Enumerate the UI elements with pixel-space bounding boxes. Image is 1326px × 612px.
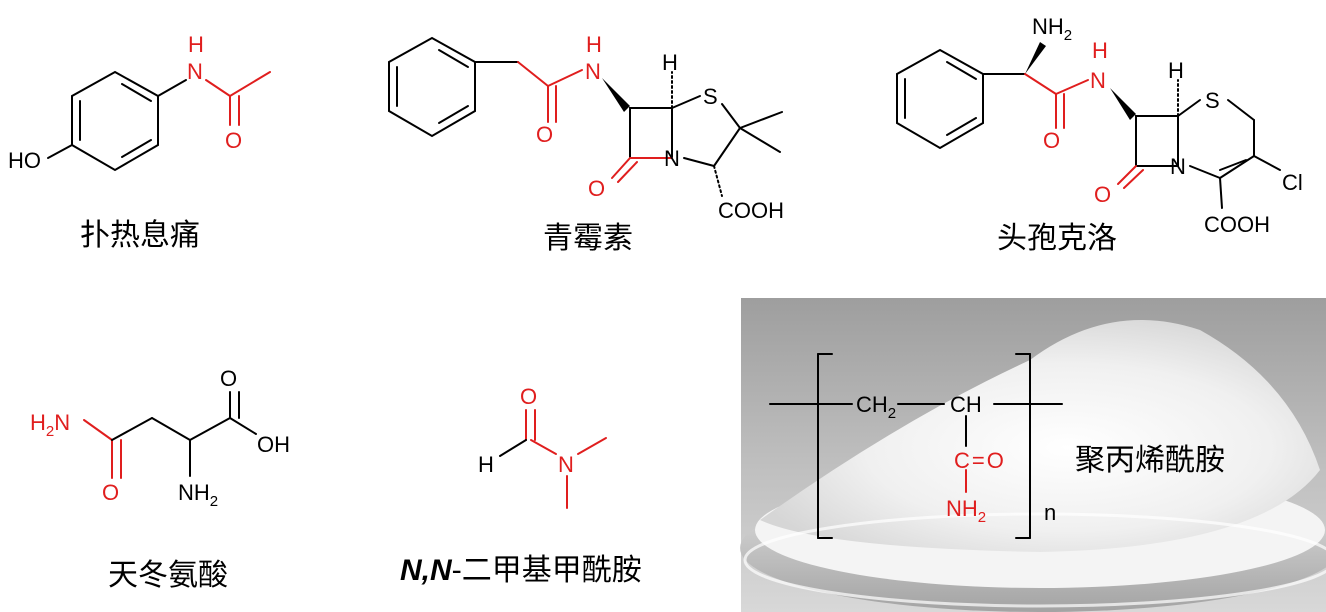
atom-h: H: [1168, 58, 1184, 83]
atom-n: N: [187, 59, 203, 84]
atom-nh2: NH2: [178, 480, 218, 510]
penicillin-structure: H N H S O O N COOH: [388, 32, 784, 223]
cefaclor-name: 头孢克洛: [997, 221, 1117, 256]
atom-h: H: [478, 452, 494, 477]
atom-h: H: [188, 32, 204, 57]
atom-o: O: [536, 122, 553, 147]
atom-s: S: [703, 84, 718, 109]
atom-n: N: [585, 59, 601, 84]
atom-ring-n: N: [1170, 154, 1186, 179]
atom-nh2: NH2: [946, 496, 986, 526]
dmf-name: N,N-二甲基甲酰胺: [400, 553, 642, 588]
dmf-structure: O H N: [478, 384, 607, 509]
atom-s: S: [1205, 88, 1220, 113]
polyacrylamide-name: 聚丙烯酰胺: [1075, 443, 1225, 478]
paracetamol-structure: H N O HO: [8, 32, 271, 173]
atom-o: O: [520, 384, 537, 409]
atom-cl: Cl: [1282, 170, 1303, 195]
atom-oh: OH: [257, 432, 290, 457]
penicillin-name: 青霉素: [543, 221, 633, 256]
cefaclor-structure: NH2 H N H S O O N Cl COOH: [896, 14, 1303, 237]
atom-n: N: [558, 452, 574, 477]
atom-o-lactam: O: [1094, 182, 1111, 207]
atom-ch2: CH2: [856, 392, 896, 422]
atom-cooh: COOH: [718, 198, 784, 223]
atom-nh2: NH2: [1032, 14, 1072, 44]
atom-ho: HO: [8, 148, 41, 173]
atom-o-lactam: O: [588, 176, 605, 201]
atom-n-h: H: [1092, 38, 1108, 63]
atom-o-bottom: O: [102, 480, 119, 505]
atom-o: O: [1043, 128, 1060, 153]
atom-n-h: H: [586, 32, 602, 57]
atom-c: C=O: [954, 448, 1004, 473]
atom-ring-n: N: [664, 146, 680, 171]
atom-ch: CH: [950, 392, 982, 417]
paracetamol-name: 扑热息痛: [80, 218, 200, 253]
atom-o-top: O: [220, 366, 237, 391]
atom-o: O: [225, 128, 242, 153]
atom-n: N: [1090, 68, 1106, 93]
atom-h: H: [662, 50, 678, 75]
polyacrylamide-photo: [740, 298, 1326, 612]
asparagine-name: 天冬氨酸: [108, 558, 228, 593]
asparagine-structure: H2N O OH O NH2: [30, 366, 290, 510]
polyacrylamide-structure: CH2 CH C=O NH2 n: [769, 353, 1063, 539]
atom-cooh: COOH: [1204, 212, 1270, 237]
atom-h2n: H2N: [30, 410, 70, 440]
repeat-n: n: [1044, 500, 1056, 525]
